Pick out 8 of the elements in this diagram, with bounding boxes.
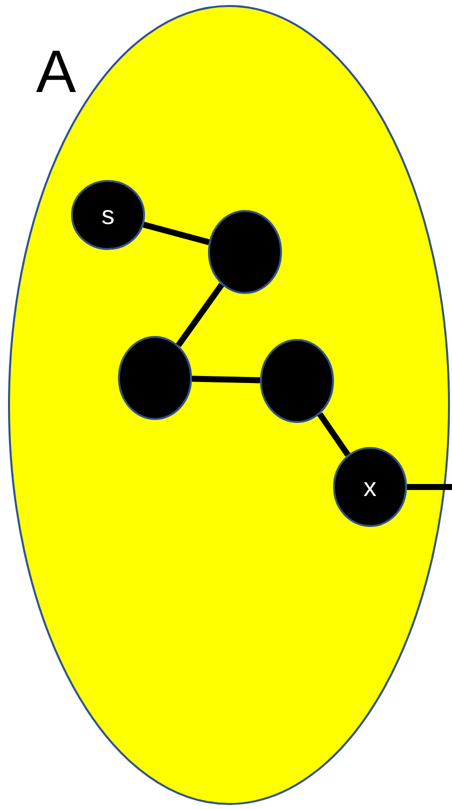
connector-line (192, 376, 260, 384)
node-label: s (102, 202, 114, 228)
connector-line (317, 412, 350, 457)
connector-line (142, 222, 210, 246)
line (407, 484, 452, 490)
region-label: A (36, 42, 76, 102)
node-label: x (364, 474, 376, 500)
connector-line (176, 282, 224, 348)
